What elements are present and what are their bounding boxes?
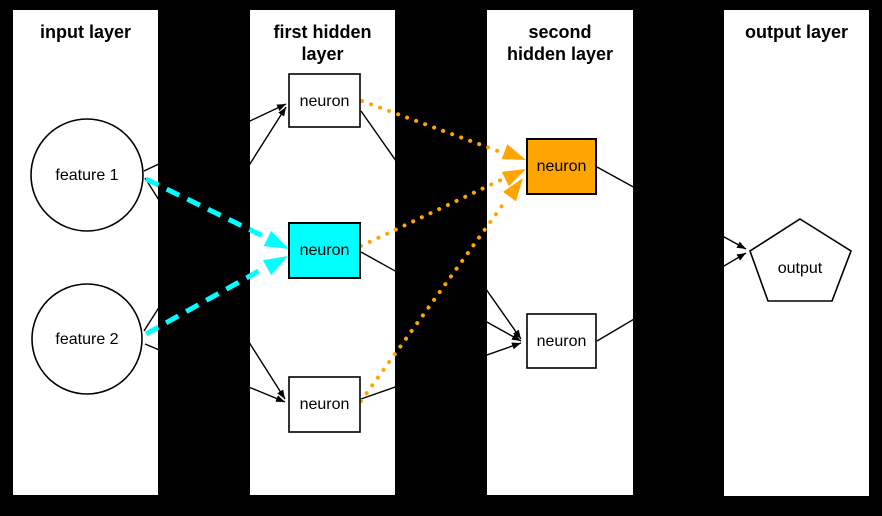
node-output-pentagon bbox=[749, 218, 852, 302]
panel-input-layer bbox=[13, 10, 158, 495]
title-output-layer: output layer bbox=[745, 22, 848, 42]
node-feature2-circle bbox=[31, 283, 143, 395]
edge-feature2-to-h1top bbox=[143, 106, 287, 332]
edge-h1bottom-to-h2top-orange bbox=[359, 201, 506, 403]
edge-h1top-to-h2top-orange bbox=[360, 99, 508, 156]
node-feature2-label: feature 2 bbox=[55, 331, 118, 348]
edge-h1middle-to-h2bottom bbox=[360, 251, 522, 342]
title-first-hidden-line1: first hidden bbox=[274, 22, 372, 42]
cyan-arrowhead-lower bbox=[262, 256, 288, 276]
title-first-hidden-line2: layer bbox=[301, 44, 343, 64]
node-h2top-label: neuron bbox=[537, 158, 587, 175]
node-feature1-label: feature 1 bbox=[55, 167, 118, 184]
cyan-arrowhead-upper bbox=[263, 230, 289, 249]
node-feature1-circle bbox=[30, 118, 144, 232]
edge-feature1-to-h1top bbox=[143, 103, 287, 172]
node-h1bottom-rect bbox=[288, 376, 361, 433]
edge-feature2-to-h1bottom bbox=[144, 343, 286, 403]
edge-h2bottom-to-output bbox=[596, 252, 747, 342]
node-h1middle-label: neuron bbox=[300, 242, 350, 259]
edge-h2top-to-output bbox=[596, 166, 747, 250]
node-output-label: output bbox=[778, 260, 823, 277]
node-h2bottom-rect bbox=[526, 313, 597, 369]
title-second-hidden-line2: hidden layer bbox=[507, 44, 613, 64]
node-h1top-label: neuron bbox=[300, 93, 350, 110]
edge-feature1-to-h1bottom bbox=[144, 177, 286, 400]
node-h1middle-rect-highlighted bbox=[288, 222, 361, 279]
title-second-hidden-line1: second bbox=[528, 22, 591, 42]
orange-arrowhead-lower bbox=[503, 178, 523, 202]
node-h2bottom-label: neuron bbox=[537, 333, 587, 350]
title-input-layer: input layer bbox=[40, 22, 131, 42]
edge-h1top-to-h2bottom bbox=[360, 110, 522, 340]
orange-arrowhead-middle bbox=[501, 169, 526, 187]
node-h2top-rect-highlighted bbox=[526, 138, 597, 195]
edge-h1bottom-to-h2bottom bbox=[360, 342, 522, 400]
node-h1top-rect bbox=[288, 73, 361, 128]
panel-second-hidden-layer bbox=[487, 10, 633, 495]
edge-h1middle-to-h2top-orange bbox=[359, 176, 507, 248]
node-h1bottom-label: neuron bbox=[300, 396, 350, 413]
orange-arrowhead-upper bbox=[501, 144, 526, 160]
